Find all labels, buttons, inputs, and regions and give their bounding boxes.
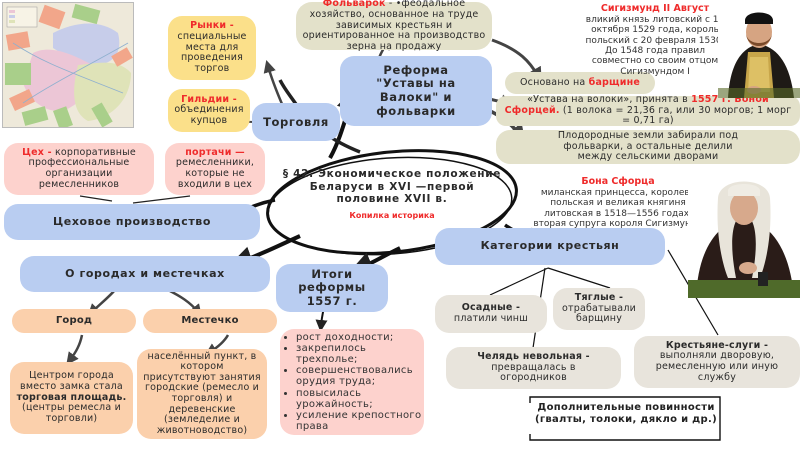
slugi-card: Крестьяне-слуги - выполняли дворовую, ре… bbox=[634, 336, 800, 388]
reform-label: Реформа "Уставы на Валоки" и фольварки bbox=[376, 62, 456, 118]
sigismund-bio: вликий князь литовский с 18 октября 1529… bbox=[585, 14, 725, 77]
slugi-term: Крестьяне-слуги - bbox=[665, 339, 769, 351]
city-desc-after: (центры ремесла и торговли) bbox=[22, 402, 121, 424]
bona-portrait bbox=[688, 168, 800, 298]
tsekh-card: Цех - корпоративные профессиональные орг… bbox=[4, 143, 154, 195]
ustava-card: «Устава на волоки», принята в 1557 г. Бо… bbox=[496, 94, 800, 127]
guild-production-label: Цеховое производство bbox=[52, 214, 212, 228]
folwark-definition: - •феодальное хозяйство, основанное на т… bbox=[302, 0, 486, 52]
arrow-trade-to-markets bbox=[263, 59, 284, 105]
tsekh-text: Цех - корпоративные профессиональные орг… bbox=[4, 146, 154, 191]
mestechko-label: Местечко bbox=[181, 315, 239, 327]
results-item: совершенствовались орудия труда; bbox=[296, 365, 424, 387]
ustava-text: «Устава на волоки», принята в 1557 г. Бо… bbox=[500, 94, 796, 127]
tyaglye-term: Тяглые - bbox=[574, 292, 624, 304]
chelyad-card: Челядь невольная - превращалась в огород… bbox=[446, 347, 621, 389]
folwark-card: Фольварок - •феодальное хозяйство, основ… bbox=[296, 0, 492, 53]
osadnye-term: Осадные - bbox=[461, 302, 521, 314]
center-title-block: § 42. Экономическое положение Беларуси в… bbox=[278, 168, 506, 220]
mestechko-description: населённый пункт, в котором присутствуют… bbox=[137, 349, 267, 439]
trade-node[interactable]: Торговля bbox=[252, 103, 340, 141]
based-on-text: Основано на барщине bbox=[519, 76, 641, 89]
arrow-folwark-to-based bbox=[491, 38, 542, 83]
city-desc-before: Центром города вместо замка стала bbox=[20, 370, 123, 393]
line-tsekh bbox=[79, 195, 113, 202]
line-portachi bbox=[132, 195, 191, 204]
tsekh-definition: корпоративные профессиональные организац… bbox=[28, 146, 136, 190]
tsekh-term: Цех - bbox=[22, 146, 52, 158]
results-item: рост доходности; bbox=[296, 332, 424, 343]
based-on-card: Основано на барщине bbox=[505, 72, 655, 94]
folwark-term: Фольварок bbox=[322, 0, 386, 10]
tyaglye-card: Тяглые - отрабатывали барщину bbox=[553, 288, 645, 330]
osadnye-definition: платили чинш bbox=[453, 313, 529, 324]
chelyad-definition: превращалась в огородников bbox=[491, 361, 576, 384]
slugi-definition: выполняли дворовую, ремесленную или иную… bbox=[655, 350, 779, 383]
based-on-highlight: барщине bbox=[588, 76, 641, 88]
portachi-definition: ремесленники, которые не входили в цех bbox=[175, 157, 255, 190]
tyaglye-definition: отрабатывали барщину bbox=[562, 302, 636, 325]
chelyad-term: Челядь невольная - bbox=[477, 351, 590, 363]
arrow-city-to-desc bbox=[66, 334, 84, 366]
city-description: Центром города вместо замка стала торгов… bbox=[10, 362, 133, 434]
map-image bbox=[3, 3, 133, 127]
duties-text: Дополнительные повинности (гвалты, толок… bbox=[534, 402, 717, 425]
results-node[interactable]: Итоги реформы 1557 г. bbox=[276, 264, 388, 312]
markets-card: Рынки - специальные места для проведения… bbox=[168, 16, 256, 80]
peasants-node[interactable]: Категории крестьян bbox=[435, 228, 665, 265]
results-list-card: рост доходности; закрепилось трехполье; … bbox=[280, 329, 424, 435]
reform-node[interactable]: Реформа "Уставы на Валоки" и фольварки bbox=[340, 56, 492, 126]
results-label: Итоги реформы 1557 г. bbox=[298, 267, 366, 308]
center-subtitle: Копилка историка bbox=[349, 210, 435, 220]
sigismund-caption: Сигизмунд II Август вликий князь литовск… bbox=[585, 3, 725, 77]
osadnye-card: Осадные - платили чинш bbox=[435, 295, 547, 333]
results-item: повысилась урожайность; bbox=[296, 388, 424, 410]
results-list: рост доходности; закрепилось трехполье; … bbox=[280, 332, 424, 433]
bona-name: Бона Сфорца bbox=[581, 176, 655, 187]
results-item: закрепилось трехполье; bbox=[296, 343, 424, 365]
folwark-text: Фольварок - •феодальное хозяйство, основ… bbox=[302, 0, 486, 53]
bona-image bbox=[688, 168, 800, 298]
peasants-label: Категории крестьян bbox=[480, 239, 620, 253]
guilds-card: Гильдии - объединения купцов bbox=[168, 89, 250, 132]
city-desc-bold: торговая площадь. bbox=[16, 391, 127, 403]
center-ellipse-outline bbox=[267, 156, 513, 256]
lands-text: Плодородные земли забирали под фольварки… bbox=[557, 130, 739, 163]
ustava-highlight: 1557 г. Боной Сфорцей. bbox=[504, 94, 769, 116]
guild-production-node[interactable]: Цеховое производство bbox=[4, 204, 260, 240]
trade-label: Торговля bbox=[263, 114, 329, 129]
center-title: § 42. Экономическое положение Беларуси в… bbox=[282, 168, 502, 206]
guilds-term: Гильдии - bbox=[181, 93, 237, 105]
duties-bracket bbox=[529, 396, 721, 441]
based-on-prefix: Основано на bbox=[519, 76, 589, 88]
city-label: Город bbox=[55, 315, 93, 327]
mestechko-node[interactable]: Местечко bbox=[143, 309, 277, 333]
duties-box: Дополнительные повинности (гвалты, толок… bbox=[534, 402, 718, 426]
line-to-tyaglye bbox=[547, 267, 611, 289]
portachi-card: портачи — ремесленники, которые не входи… bbox=[165, 143, 265, 195]
markets-term: Рынки - bbox=[190, 20, 234, 32]
towns-node[interactable]: О городах и местечках bbox=[20, 256, 270, 292]
mestechko-description-text: населённый пункт, в котором присутствуют… bbox=[143, 350, 261, 436]
markets-definition: специальные места для проведения торгов bbox=[177, 31, 247, 74]
lands-card: Плодородные земли забирали под фольварки… bbox=[496, 130, 800, 164]
ustava-suffix: (1 волока = 21,36 га, или 30 моргов; 1 м… bbox=[559, 104, 792, 127]
sigismund-image bbox=[718, 2, 800, 98]
towns-label: О городах и местечках bbox=[65, 266, 225, 280]
city-node[interactable]: Город bbox=[12, 309, 136, 333]
sigismund-name: Сигизмунд II Август bbox=[600, 3, 710, 14]
results-item: усиление крепостного права bbox=[296, 410, 424, 432]
historical-map bbox=[2, 2, 134, 128]
line-to-osadnye bbox=[489, 267, 549, 296]
guilds-definition: объединения купцов bbox=[174, 104, 244, 126]
ustava-prefix: «Устава на волоки», принята в bbox=[527, 94, 692, 106]
sigismund-portrait bbox=[718, 2, 800, 98]
city-description-text: Центром города вместо замка стала торгов… bbox=[10, 371, 133, 424]
portachi-term: портачи — bbox=[185, 146, 245, 158]
